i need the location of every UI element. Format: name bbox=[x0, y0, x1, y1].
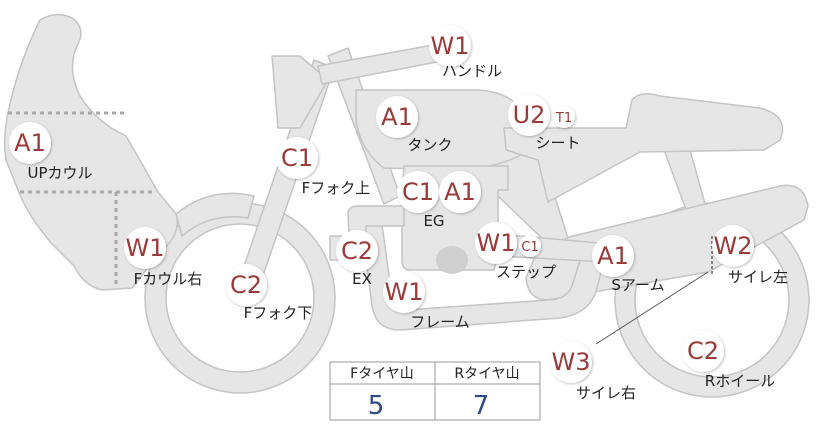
ex-label: EX bbox=[352, 270, 372, 288]
front-fairing bbox=[3, 13, 178, 291]
part-eg[interactable]: C1 A1 EG bbox=[397, 171, 481, 230]
part-ex[interactable]: C2 EX bbox=[336, 230, 378, 288]
badge-circle bbox=[550, 341, 592, 383]
saile-l-label: サイレ左 bbox=[728, 268, 788, 286]
part-ffork-up[interactable]: C1 Fフォク上 bbox=[276, 137, 370, 197]
badge-circle bbox=[225, 264, 267, 306]
tank-label: タンク bbox=[407, 136, 452, 154]
front-fender bbox=[175, 192, 255, 237]
saile-r-code: W3 bbox=[552, 348, 591, 376]
part-saile-l[interactable]: W2 サイレ左 bbox=[712, 225, 788, 286]
handle-code: W1 bbox=[431, 32, 470, 60]
frame-label: フレーム bbox=[410, 313, 470, 331]
badge-circle bbox=[592, 235, 634, 277]
ffork-dn-label: Fフォク下 bbox=[244, 304, 313, 322]
badge-circle-small bbox=[519, 235, 541, 257]
seat bbox=[503, 93, 784, 203]
part-seat[interactable]: U2 T1 シート bbox=[508, 94, 581, 152]
ffork-dn-code: C2 bbox=[230, 271, 262, 299]
badge-circle bbox=[712, 225, 754, 267]
engine-cover bbox=[436, 246, 468, 274]
part-fcowl-r[interactable]: W1 Fカウル右 bbox=[124, 227, 202, 288]
ex-code: C2 bbox=[341, 237, 373, 265]
tank-code: A1 bbox=[381, 103, 413, 131]
badge-circle bbox=[475, 222, 517, 264]
part-handle[interactable]: W1 ハンドル bbox=[429, 25, 502, 80]
badge-circle bbox=[276, 137, 318, 179]
part-saile-r[interactable]: W3 サイレ右 bbox=[550, 341, 636, 402]
rwheel-label: Rホイール bbox=[705, 372, 775, 390]
ffork-up-code: C1 bbox=[281, 144, 313, 172]
part-upcowl[interactable]: A1 UPカウル bbox=[9, 122, 93, 182]
upcowl-label: UPカウル bbox=[27, 164, 92, 182]
badge-circle bbox=[439, 171, 481, 213]
saile-l-code: W2 bbox=[714, 232, 753, 260]
sarm-code: A1 bbox=[597, 242, 629, 270]
eg-code-2: A1 bbox=[444, 178, 476, 206]
badge-circle bbox=[9, 122, 51, 164]
handle-label: ハンドル bbox=[442, 62, 502, 80]
frame-code: W1 bbox=[385, 278, 424, 306]
upcowl-code: A1 bbox=[14, 129, 46, 157]
eg-label: EG bbox=[423, 212, 444, 230]
part-step[interactable]: W1 C1 ステップ bbox=[475, 222, 556, 281]
part-sarm[interactable]: A1 Sアーム bbox=[592, 235, 665, 294]
seat-sub-code: T1 bbox=[555, 111, 572, 126]
step-label: ステップ bbox=[496, 263, 556, 281]
saile-right-leader bbox=[595, 271, 709, 345]
step-code: W1 bbox=[477, 229, 516, 257]
badge-circle bbox=[397, 171, 439, 213]
tread-table: Fタイヤ山 Rタイヤ山 5 7 bbox=[329, 361, 541, 421]
front-tread-value: 5 bbox=[368, 391, 385, 421]
rear-tread-value: 7 bbox=[473, 391, 490, 421]
badge-circle bbox=[383, 271, 425, 313]
part-rwheel[interactable]: C2 Rホイール bbox=[682, 330, 775, 390]
handlebar-mount bbox=[271, 55, 329, 129]
seat-code: U2 bbox=[513, 101, 546, 129]
badge-circle bbox=[336, 230, 378, 272]
badge-circle bbox=[124, 227, 166, 269]
eg-code-1: C1 bbox=[402, 178, 434, 206]
saile-r-label: サイレ右 bbox=[576, 384, 636, 402]
badge-circle bbox=[376, 96, 418, 138]
part-ffork-dn[interactable]: C2 Fフォク下 bbox=[225, 264, 312, 322]
sarm-label: Sアーム bbox=[611, 276, 664, 294]
badge-circle bbox=[429, 25, 471, 67]
fcowl-r-label: Fカウル右 bbox=[134, 270, 203, 288]
step-sub-code: C1 bbox=[521, 240, 538, 255]
front-tread-header: Fタイヤ山 bbox=[350, 366, 414, 382]
rwheel-code: C2 bbox=[687, 337, 719, 365]
seat-label: シート bbox=[535, 134, 580, 152]
part-frame[interactable]: W1 フレーム bbox=[383, 271, 470, 331]
fairing-split-lines bbox=[8, 111, 156, 284]
ffork-up-label: Fフォク上 bbox=[302, 179, 371, 197]
fcowl-r-code: W1 bbox=[126, 234, 165, 262]
rear-tread-header: Rタイヤ山 bbox=[454, 366, 519, 382]
part-tank[interactable]: A1 タンク bbox=[376, 96, 453, 154]
badge-circle bbox=[682, 330, 724, 372]
badge-circle bbox=[508, 94, 550, 136]
badge-circle-small bbox=[553, 106, 575, 128]
